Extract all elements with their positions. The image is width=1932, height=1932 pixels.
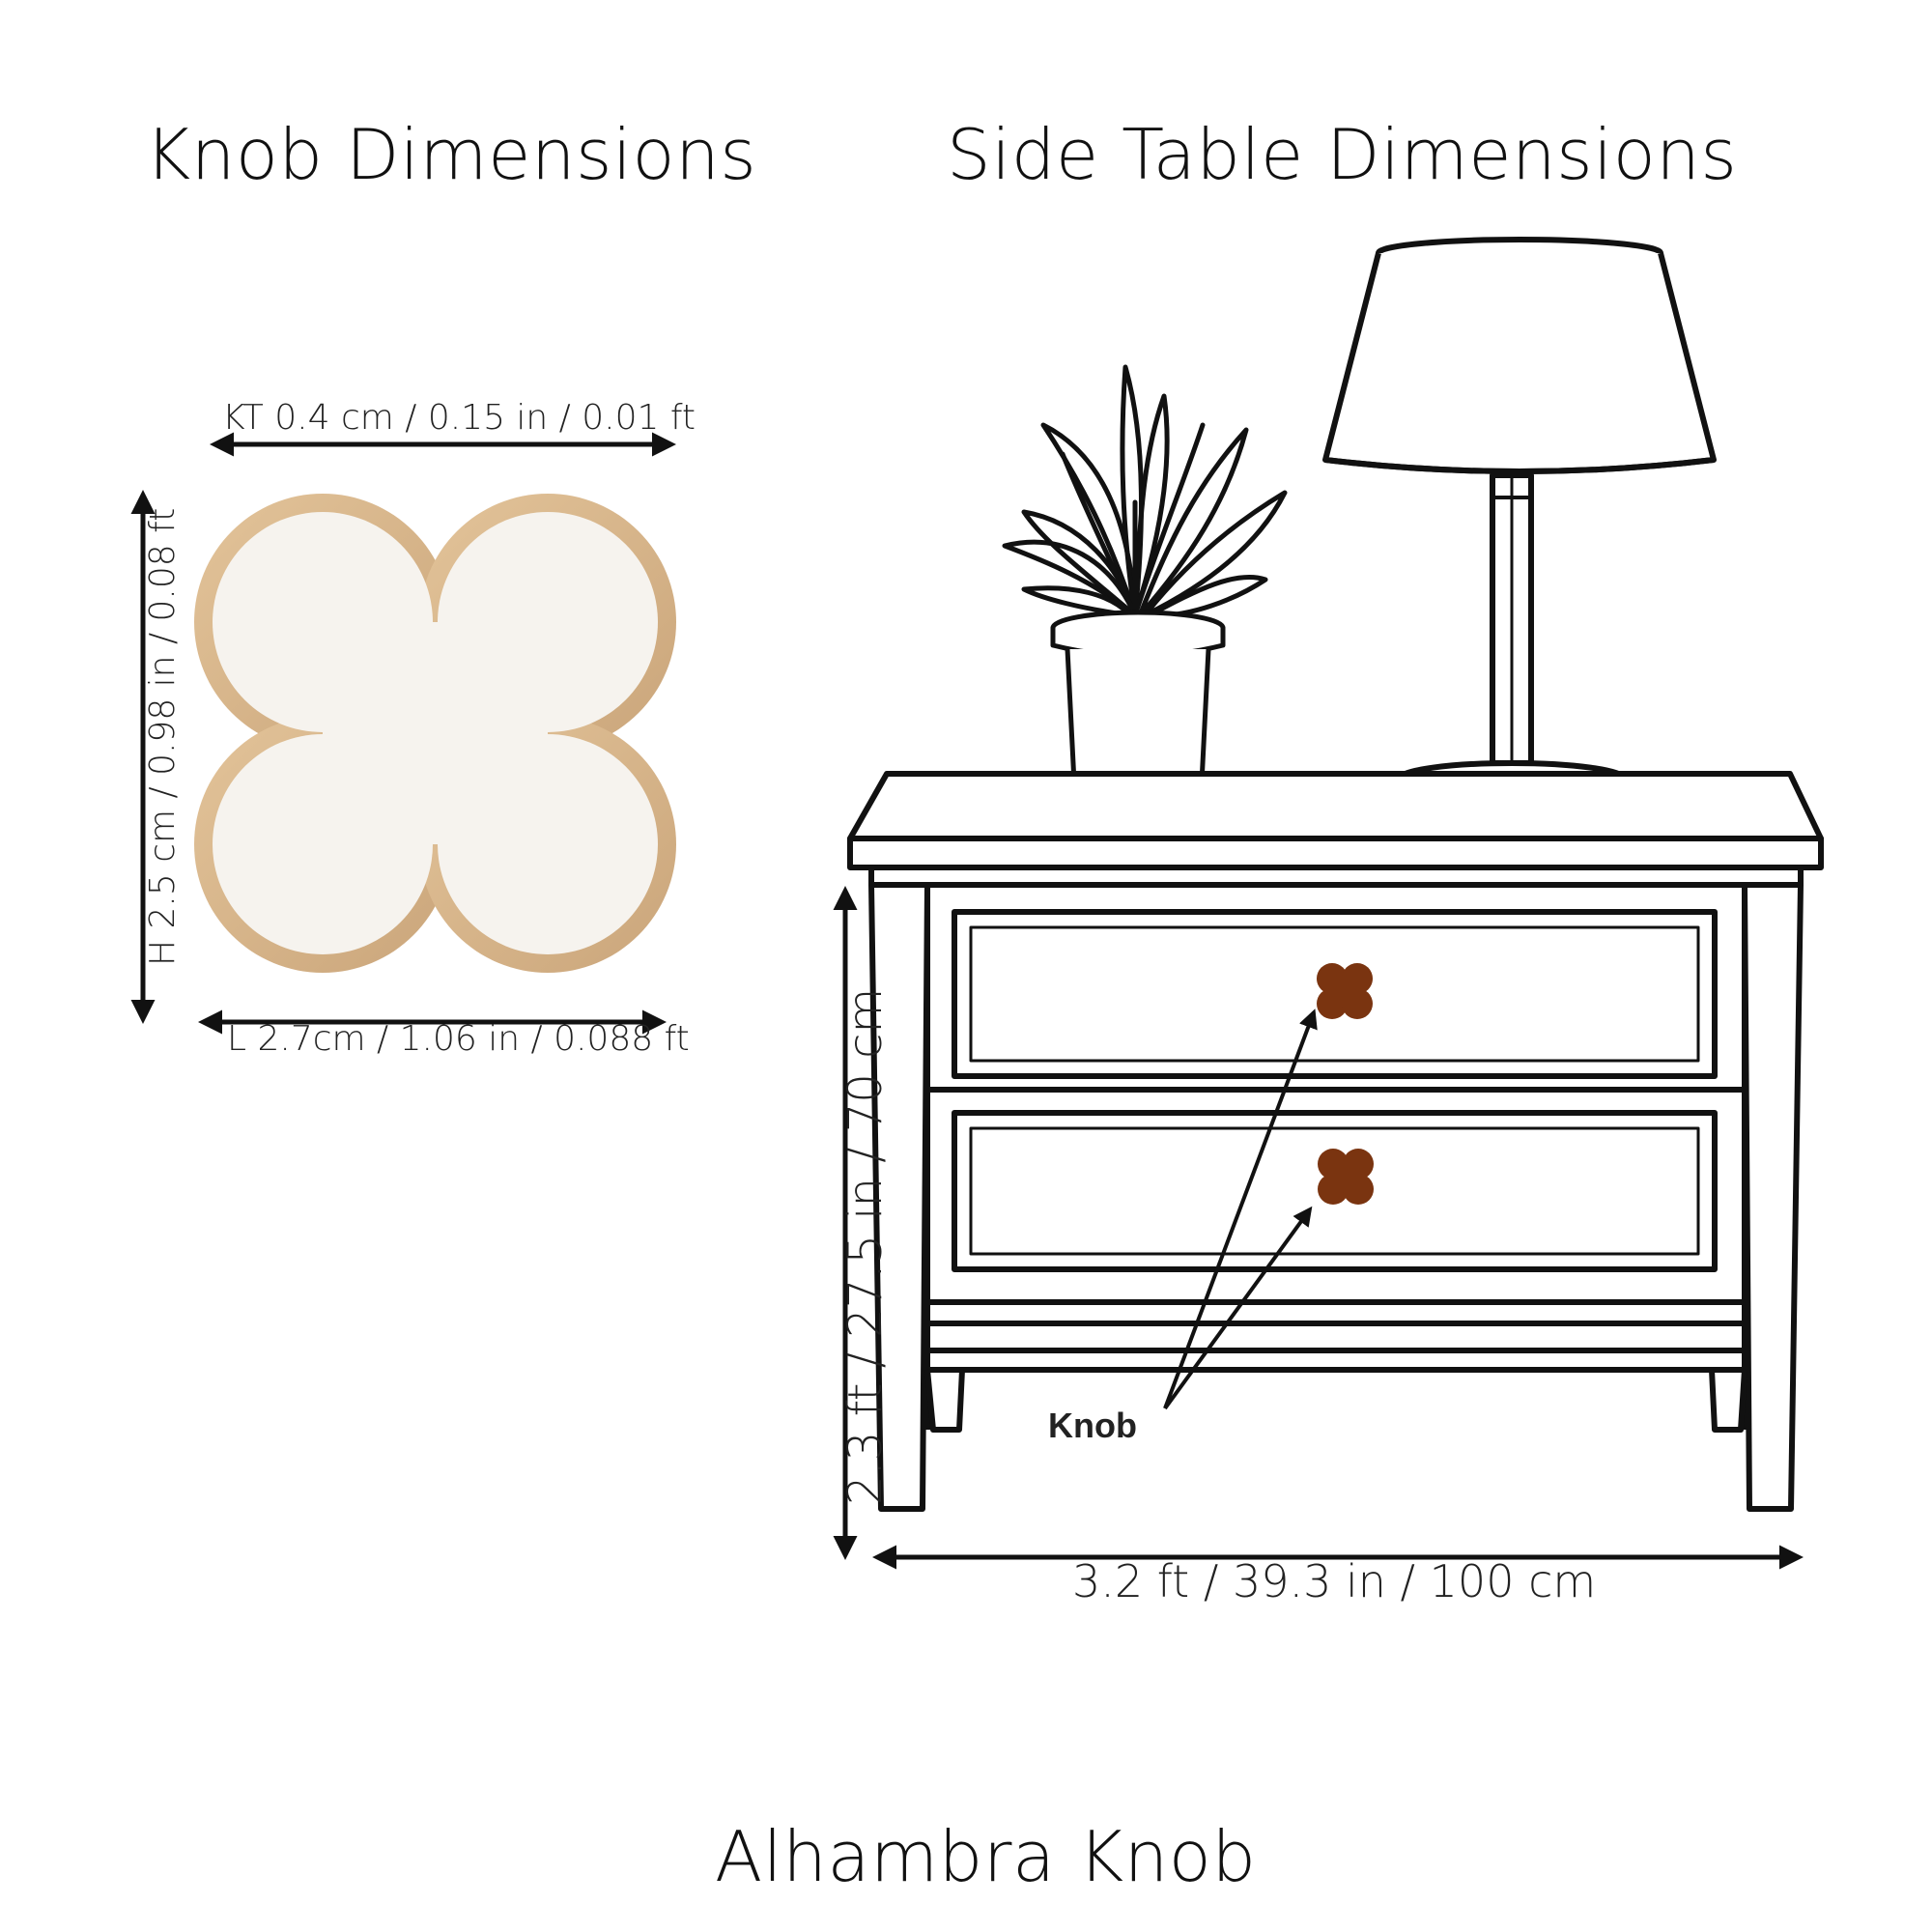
table-knob-top [1317, 963, 1373, 1019]
side-table-illustration [847, 771, 1824, 1512]
lamp-illustration [1322, 237, 1717, 810]
table-knob-bottom [1318, 1149, 1374, 1205]
knob-image [194, 494, 676, 973]
product-name: Alhambra Knob [715, 1816, 1257, 1897]
table-width-label: 3.2 ft / 39.3 in / 100 cm [1072, 1555, 1597, 1607]
potted-plant-illustration [1002, 364, 1288, 814]
knob-thickness-label: KT 0.4 cm / 0.15 in / 0.01 ft [222, 398, 696, 438]
knob-height-label: H 2.5 cm / 0.98 in / 0.08 ft [143, 507, 183, 966]
knob-dimensions-title: Knob Dimensions [145, 114, 757, 195]
knob-callout-arrow-bottom [1163, 1206, 1313, 1410]
knob-length-label: L 2.7cm / 1.06 in / 0.088 ft [227, 1019, 690, 1059]
knob-callout-arrow-top [1163, 1009, 1318, 1409]
side-table-dimensions-title: Side Table Dimensions [947, 114, 1738, 195]
table-height-label: 2.3 ft / 27.5 in / 70 cm [838, 987, 893, 1505]
knob-callout-label: Knob [1048, 1406, 1137, 1445]
